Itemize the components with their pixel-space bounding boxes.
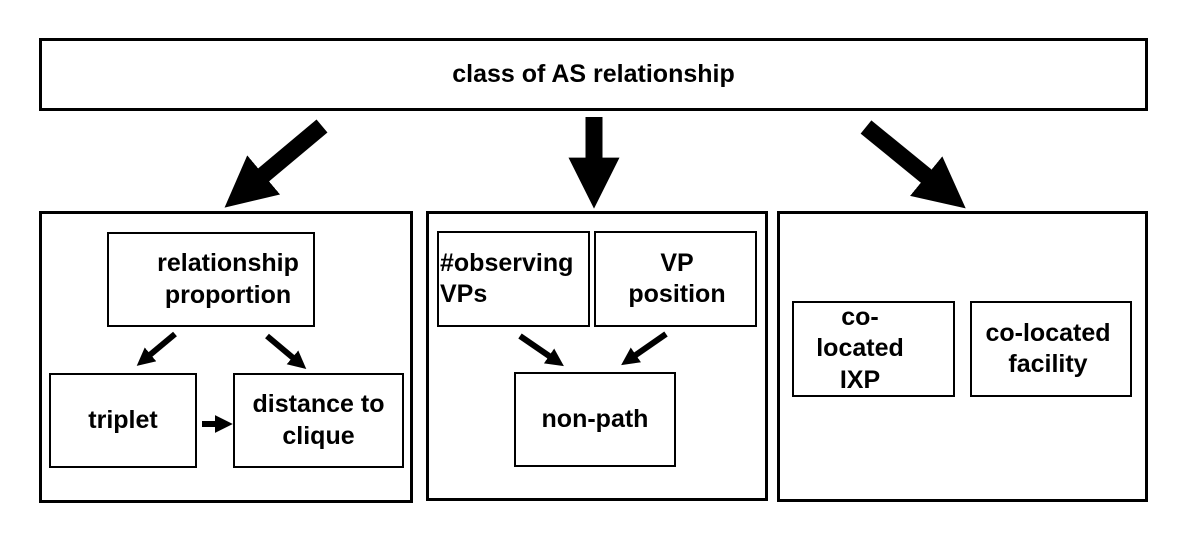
node-observing-vps-label: #observing VPs (440, 248, 574, 308)
node-non-path-label: non-path (541, 404, 649, 433)
node-non-path (514, 372, 676, 467)
node-colocated-ixp (792, 301, 955, 397)
arrow-proportion-to-triplet (136, 331, 177, 366)
node-observing-vps (437, 231, 590, 327)
node-distance-to-clique (233, 373, 404, 468)
arrow-proportion-to-distance (265, 333, 307, 369)
node-relationship-proportion (107, 232, 315, 327)
node-vp-position (594, 231, 757, 327)
node-colocated-facility-label: co-located facility (985, 318, 1111, 378)
arrow-root-to-left (224, 119, 328, 208)
arrow-observing-to-nonpath (518, 333, 564, 367)
arrow-vpposition-to-nonpath (621, 331, 668, 366)
node-relationship-proportion-label: relationship proportion (157, 249, 299, 309)
node-vp-position-label: VP position (628, 248, 726, 308)
root-box (39, 38, 1148, 111)
node-colocated-facility (970, 301, 1132, 397)
root-label: class of AS relationship (452, 59, 735, 88)
node-colocated-ixp-label: co-located IXP (816, 303, 904, 394)
arrow-root-to-right (860, 120, 966, 209)
node-triplet (49, 373, 197, 468)
node-distance-to-clique-label: distance to clique (252, 390, 385, 450)
node-triplet-label: triplet (88, 405, 158, 434)
